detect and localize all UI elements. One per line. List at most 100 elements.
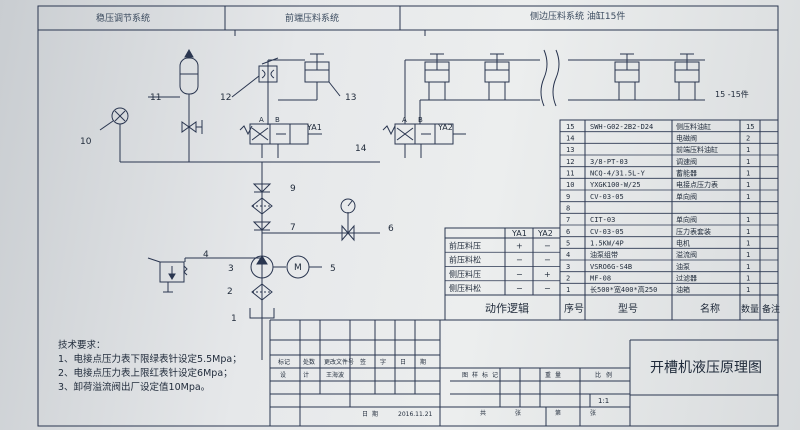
tb-label-char: 字	[380, 358, 386, 366]
parts-cell-name: 单向阀	[676, 215, 697, 224]
col-header-no: 序号	[564, 302, 584, 315]
parts-cell-no: 12	[566, 158, 574, 166]
col-header-name: 名称	[700, 302, 720, 315]
action-cell-ya2: +	[544, 270, 551, 279]
tb-label-scale-b: 例	[606, 371, 612, 379]
parts-cell-name: 电机	[676, 238, 690, 247]
tb-label-date: 期	[420, 358, 426, 366]
action-cell-ya1: −	[516, 284, 523, 293]
tb-label-count: 处数	[303, 358, 315, 366]
parts-table-row: 15 SWH-G02-2B2-D24 侧压料油缸 15	[566, 122, 754, 131]
parts-cell-qty: 2	[746, 134, 750, 142]
header-section-3: 侧边压料系统 油缸15件	[530, 10, 625, 22]
action-cell-ya2: −	[544, 256, 551, 265]
port-a-1: A	[259, 116, 264, 124]
callout-13: 13	[345, 93, 356, 103]
parts-cell-no: 10	[566, 181, 574, 189]
action-col-ya2: YA2	[537, 229, 553, 238]
tb-label-mark2-a: 标	[482, 371, 488, 379]
tb-label-sign: 签	[360, 358, 366, 366]
solenoid-coil-ya1	[289, 123, 309, 145]
tb-label-sheets1: 张	[515, 409, 521, 417]
parts-cell-no: 9	[566, 193, 570, 201]
parts-cell-no: 3	[566, 263, 570, 271]
parts-cell-qty: 15	[746, 123, 754, 131]
pressure-gauge-6	[340, 198, 356, 214]
parts-cell-name: 过滤器	[676, 273, 697, 282]
parts-cell-model: 长500*宽400*高250	[590, 285, 657, 294]
notes-title: 技术要求：	[58, 340, 106, 351]
callout-2: 2	[227, 287, 233, 297]
parts-cell-model: NCQ-4/31.5L-Y	[590, 169, 646, 177]
parts-cell-name: 侧压料油缸	[676, 122, 711, 131]
tb-label-sheets2: 张	[590, 409, 596, 417]
parts-cell-model: 油泵组带	[590, 250, 618, 259]
accumulator-11	[179, 57, 199, 95]
parts-cell-no: 15	[566, 123, 574, 131]
tb-label-sample: 样	[472, 371, 478, 379]
tb-scale: 1:1	[598, 397, 609, 405]
tb-label-weight-a: 重	[545, 371, 551, 379]
action-cell-label: 前压料压	[449, 240, 481, 250]
callout-9: 9	[290, 184, 296, 194]
parts-cell-no: 7	[566, 216, 570, 224]
parts-cell-model: CIT-03	[590, 216, 615, 224]
parts-cell-no: 4	[566, 251, 570, 259]
parts-cell-no: 8	[566, 204, 570, 212]
parts-cell-no: 11	[566, 169, 574, 177]
col-header-model: 型号	[618, 302, 638, 315]
filter-8	[251, 197, 273, 215]
parts-cell-no: 2	[566, 274, 570, 282]
tb-label-weight-b: 量	[555, 372, 561, 379]
check-valve-9	[252, 183, 272, 193]
port-b-1: B	[275, 116, 280, 124]
drawing-title: 开槽机液压原理图	[650, 360, 762, 376]
parts-cell-model: 3/8-PT-03	[590, 158, 628, 166]
callout-10: 10	[80, 137, 92, 147]
action-cell-label: 前压料松	[449, 255, 481, 265]
parts-cell-qty: 1	[746, 286, 750, 294]
port-a-2: A	[402, 116, 407, 124]
callout-7: 7	[290, 223, 296, 233]
side-cylinder-1	[424, 53, 450, 100]
parts-cell-qty: 1	[746, 216, 750, 224]
parts-table-row: 7 CIT-03 单向阀 1	[566, 215, 750, 224]
action-table-row: 前压料松−−	[449, 255, 551, 265]
note-3: 3、卸荷溢流阀出厂设定值10Mpa。	[58, 382, 211, 393]
parts-cell-qty: 1	[746, 274, 750, 282]
parts-cell-no: 13	[566, 146, 574, 154]
parts-cell-qty: 1	[746, 239, 750, 247]
parts-cell-model: MF-08	[590, 274, 611, 282]
check-valve-7	[252, 221, 272, 231]
callout-1: 1	[231, 314, 237, 324]
action-col-ya1: YA1	[511, 229, 527, 238]
callout-3: 3	[228, 264, 234, 274]
tb-label-mark2-b: 记	[492, 372, 498, 379]
action-table-rows: 前压料压+−前压料松−−侧压料压−+侧压料松−−	[449, 240, 551, 293]
parts-cell-no: 6	[566, 228, 570, 236]
solenoid-ya1-label: YA1	[306, 123, 322, 132]
parts-cell-model: YXGK100-W/25	[590, 181, 641, 189]
callout-11: 11	[150, 93, 161, 103]
callout-14: 14	[355, 144, 367, 154]
parts-cell-qty: 1	[746, 193, 750, 201]
parts-cell-model: SWH-G02-2B2-D24	[590, 123, 653, 131]
parts-cell-name: 电接点压力表	[676, 180, 718, 189]
parts-table-row: 8	[566, 204, 570, 212]
parts-cell-no: 14	[566, 134, 574, 142]
callout-5: 5	[330, 264, 336, 274]
throttle-valve-12	[258, 65, 278, 83]
tb-label-design-2: 计	[303, 371, 309, 379]
tb-label-change: 更改文件号	[324, 358, 354, 366]
port-b-2: B	[418, 116, 423, 124]
parts-cell-model: CV-03-05	[590, 228, 624, 236]
